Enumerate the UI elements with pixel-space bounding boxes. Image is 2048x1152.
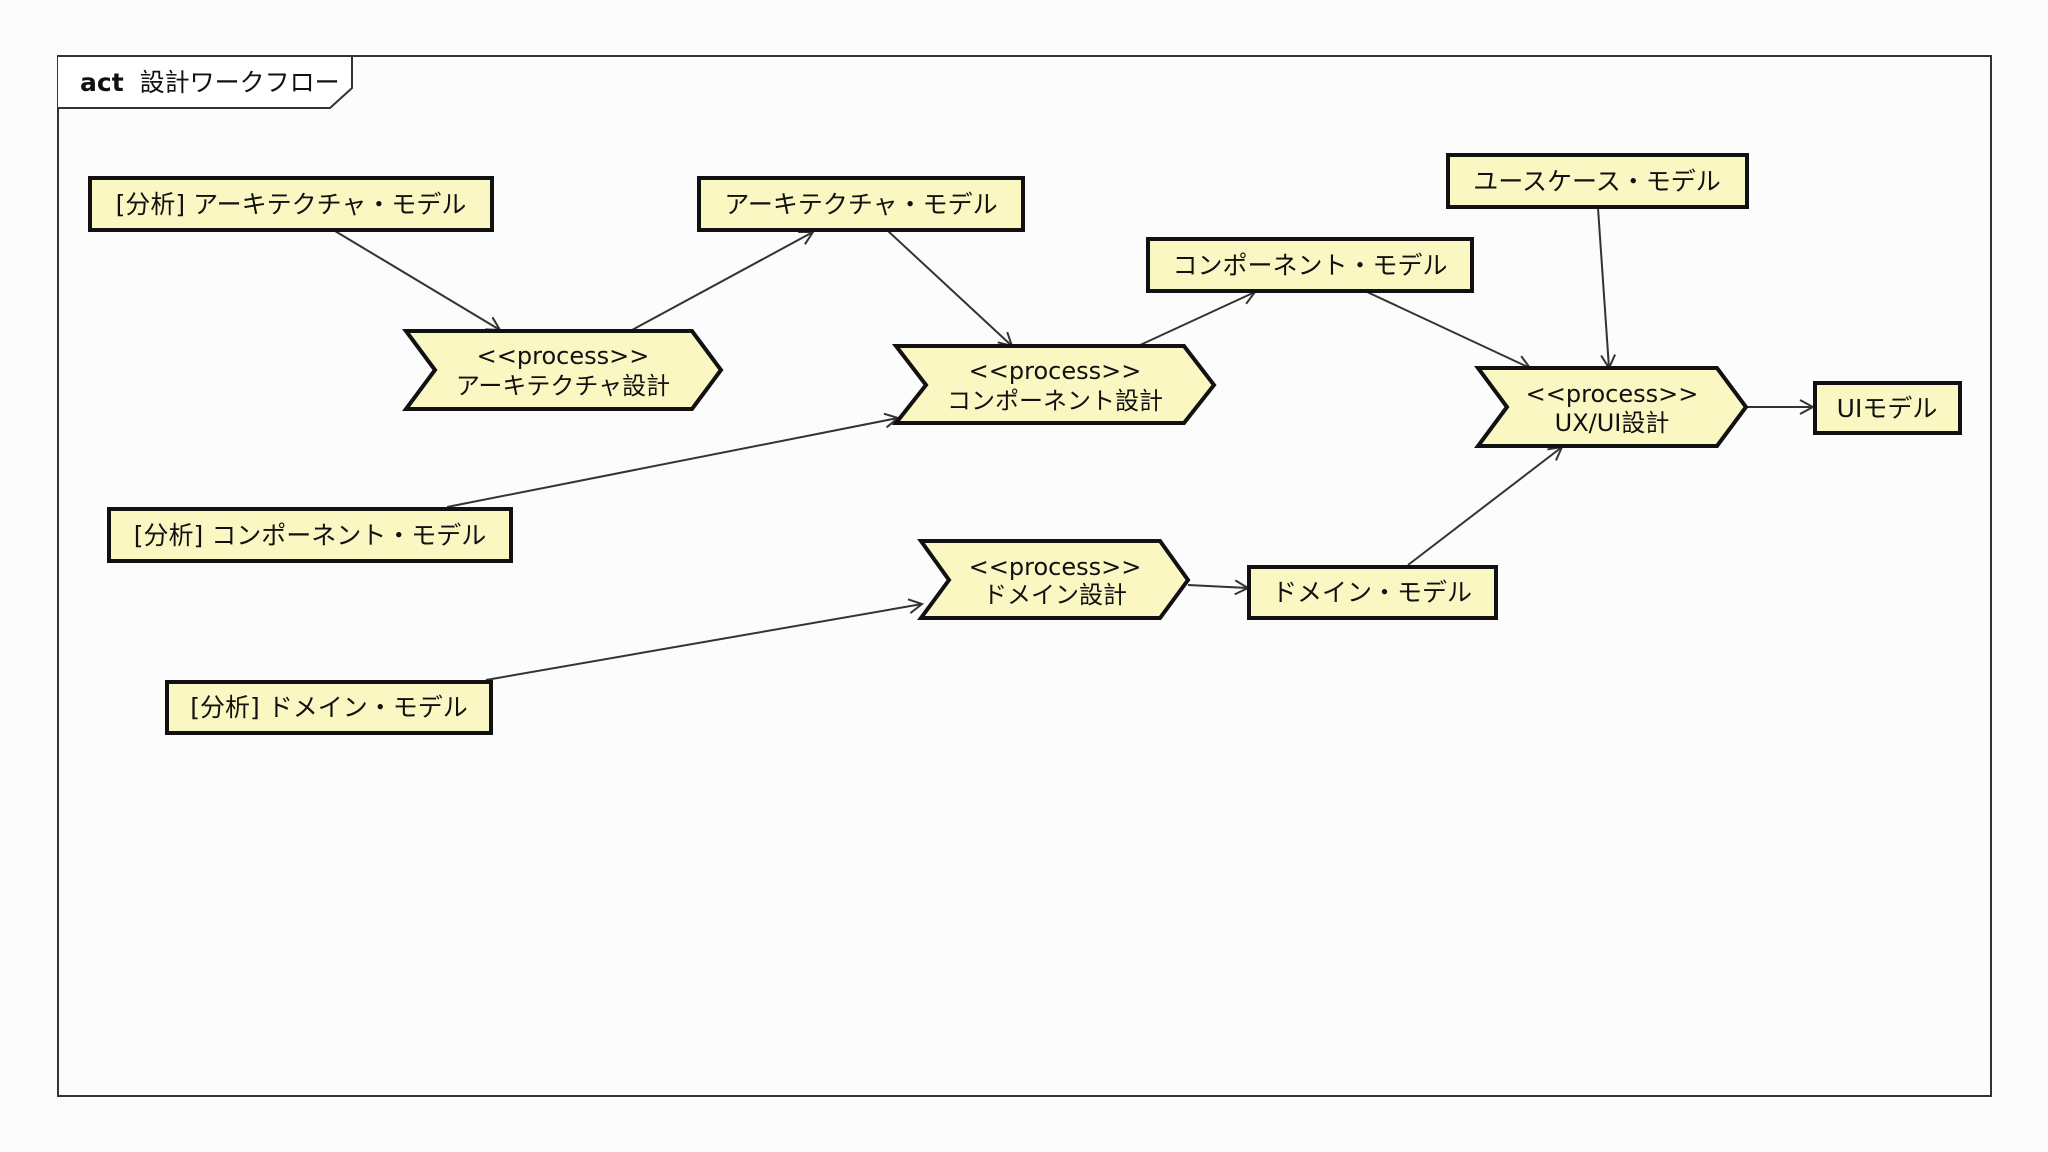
object-node-analysis-domain-model[interactable]: [分析] ドメイン・モデル — [165, 680, 493, 735]
object-node-ui-model[interactable]: UIモデル — [1813, 381, 1962, 435]
process-stereotype: <<process>> — [969, 357, 1142, 385]
edge-domain-design-to-domain-model — [1187, 585, 1248, 588]
frame-title: 設計ワークフロー — [140, 68, 340, 97]
object-label: コンポーネント・モデル — [1172, 251, 1447, 280]
diagram-frame — [57, 55, 1992, 1097]
object-label: ドメイン・モデル — [1272, 578, 1472, 607]
object-node-analysis-arch-model[interactable]: [分析] アーキテクチャ・モデル — [88, 176, 494, 232]
object-label: [分析] コンポーネント・モデル — [134, 521, 486, 550]
object-node-domain-model[interactable]: ドメイン・モデル — [1247, 565, 1498, 620]
edge-arch-design-to-arch-model — [631, 232, 813, 331]
edge-component-model-to-uxui-design — [1364, 290, 1530, 368]
edge-usecase-model-to-uxui-design — [1597, 207, 1609, 368]
frame-label: act 設計ワークフロー — [80, 68, 340, 97]
object-node-analysis-component-model[interactable]: [分析] コンポーネント・モデル — [107, 507, 513, 563]
process-name: UX/UI設計 — [1555, 409, 1670, 437]
edge-arch-model-to-component-design — [887, 230, 1012, 346]
process-name: ドメイン設計 — [983, 581, 1127, 609]
process-stereotype: <<process>> — [1526, 380, 1699, 408]
object-label: ユースケース・モデル — [1473, 167, 1721, 196]
edges — [334, 207, 1813, 681]
object-label: [分析] アーキテクチャ・モデル — [116, 190, 467, 219]
object-node-usecase-model[interactable]: ユースケース・モデル — [1446, 153, 1749, 209]
process-node-domain-design[interactable]: <<process>> ドメイン設計 — [917, 539, 1191, 620]
process-name: アーキテクチャ設計 — [456, 372, 670, 400]
frame-name-tab — [58, 55, 353, 109]
process-stereotype: <<process>> — [969, 553, 1142, 581]
process-node-arch-design[interactable]: <<process>> アーキテクチャ設計 — [402, 329, 724, 411]
object-label: アーキテクチャ・モデル — [724, 190, 997, 219]
edge-component-design-to-component-model — [1137, 292, 1255, 347]
process-node-component-design[interactable]: <<process>> コンポーネント設計 — [891, 344, 1217, 425]
edge-domain-model-to-uxui-design — [1407, 447, 1562, 566]
object-node-arch-model[interactable]: アーキテクチャ・モデル — [697, 176, 1025, 232]
edge-analysis-arch-to-arch-design — [334, 230, 500, 330]
process-name: コンポーネント設計 — [947, 387, 1163, 415]
process-stereotype: <<process>> — [477, 342, 650, 370]
object-label: UIモデル — [1837, 394, 1938, 423]
edge-analysis-domain-to-domain-design — [485, 604, 922, 681]
edge-analysis-component-to-component-design — [446, 418, 898, 508]
object-node-component-model[interactable]: コンポーネント・モデル — [1146, 237, 1474, 293]
object-label: [分析] ドメイン・モデル — [190, 693, 467, 722]
process-node-uxui-design[interactable]: <<process>> UX/UI設計 — [1474, 366, 1749, 448]
frame-kind: act — [80, 68, 124, 97]
